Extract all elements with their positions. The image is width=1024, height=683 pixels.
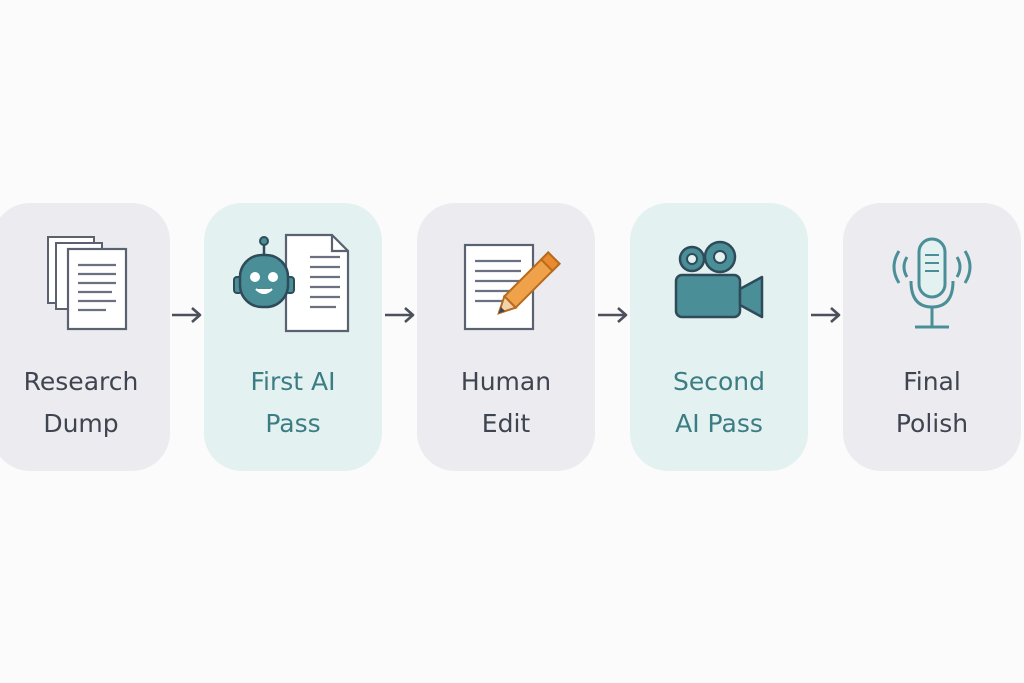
robot-icon [204,231,382,341]
arrow-right-icon [811,307,841,323]
arrow-right-icon [598,307,628,323]
step-final-polish: Final Polish [843,203,1021,471]
step-label: Final Polish [895,367,969,438]
step-research-dump: Research Dump [0,203,170,471]
pencil-document-icon [417,231,595,341]
arrow-right-icon [172,307,202,323]
video-camera-icon [630,231,808,341]
step-second-ai-pass: Second AI Pass [630,203,808,471]
arrow-right-icon [385,307,415,323]
step-first-ai-pass: First AI Pass [204,203,382,471]
step-label: Research Dump [23,367,139,438]
step-label: Human Edit [460,367,552,438]
microphone-icon [843,231,1021,341]
step-label: Second AI Pass [672,367,765,438]
documents-icon [0,231,170,341]
step-label: First AI Pass [250,367,336,438]
step-human-edit: Human Edit [417,203,595,471]
